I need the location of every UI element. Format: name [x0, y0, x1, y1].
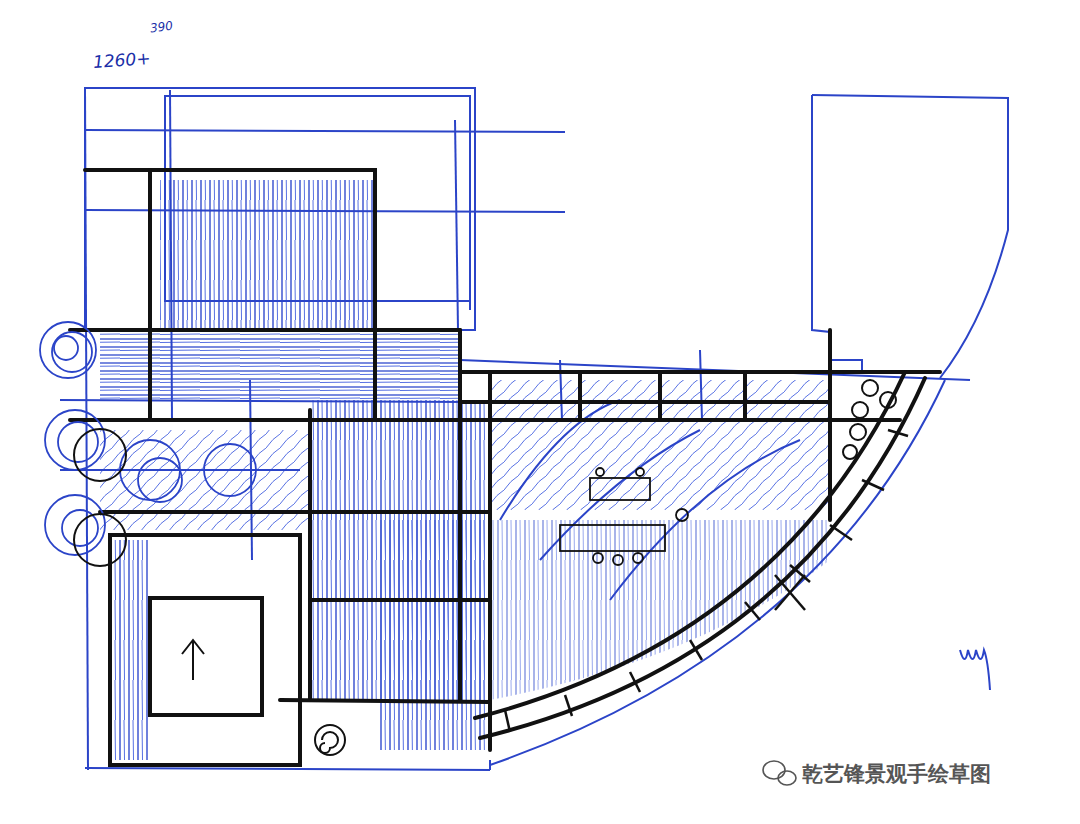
table-symbols: [560, 468, 688, 565]
watermark: 乾艺锋景观手绘草图: [802, 760, 991, 788]
dimension-label: 390: [149, 18, 174, 35]
tree-symbols: [74, 380, 896, 755]
wechat-icon: [763, 761, 796, 785]
band-ties: [505, 430, 908, 732]
black-structure: [70, 170, 940, 765]
north-arrow: [182, 640, 204, 680]
dimension-label: 1260+: [92, 48, 151, 72]
blue-outline: [60, 88, 1008, 770]
tree-symbols: [40, 322, 256, 555]
